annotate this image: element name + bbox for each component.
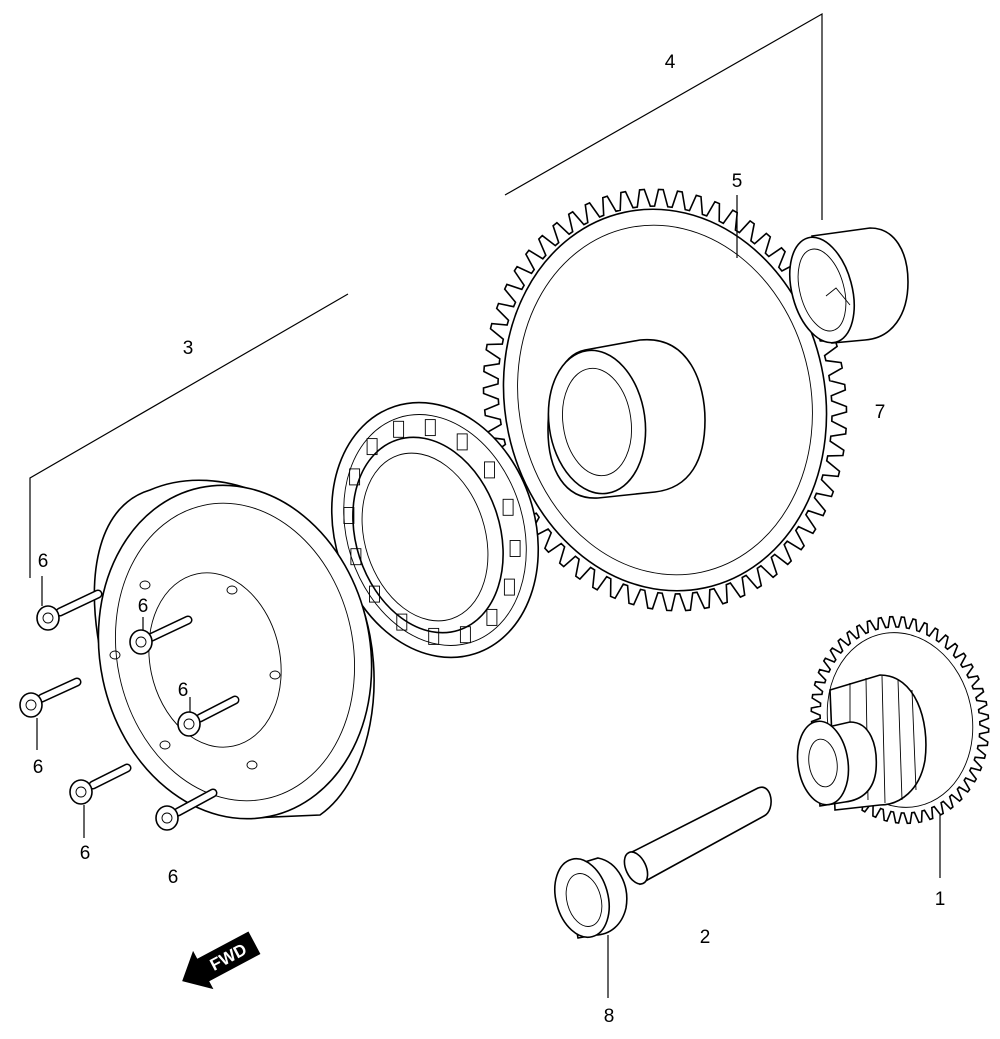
callout-2: 2	[700, 927, 711, 948]
bushing-part-7	[789, 227, 909, 344]
callout-5: 5	[732, 171, 743, 192]
clutch-roller	[459, 626, 471, 644]
fwd-arrow-icon: FWD	[182, 931, 261, 990]
callout-6-a: 6	[38, 551, 49, 572]
clutch-housing-drum	[93, 479, 375, 820]
callout-3: 3	[183, 338, 194, 359]
bolt-part-6-e	[69, 763, 132, 805]
clutch-roller	[502, 498, 514, 516]
clutch-roller	[366, 438, 378, 456]
clutch-roller	[509, 540, 521, 557]
bolt-part-6-f	[155, 788, 218, 831]
one-way-clutch-ring	[330, 401, 540, 659]
clutch-roller	[486, 608, 498, 626]
callout-6-e: 6	[80, 843, 91, 864]
clutch-roller	[456, 433, 468, 451]
clutch-roller	[369, 585, 380, 603]
callout-6-d: 6	[33, 757, 44, 778]
callout-6-b: 6	[138, 596, 149, 617]
callout-8: 8	[604, 1006, 615, 1027]
clutch-roller	[349, 468, 361, 486]
clutch-roller	[350, 548, 362, 566]
group-bracket-4	[504, 12, 823, 220]
clutch-roller	[484, 461, 495, 479]
bolt-part-6-b	[129, 615, 193, 655]
clutch-roller	[424, 419, 436, 437]
clutch-roller	[428, 627, 440, 645]
callout-6-f: 6	[168, 867, 179, 888]
clutch-roller	[503, 578, 515, 596]
callout-6-c: 6	[178, 680, 189, 701]
idle-gear-part-1	[796, 615, 990, 825]
bolt-part-6-a	[36, 589, 103, 631]
callout-4: 4	[665, 52, 676, 73]
bolt-part-6-c	[19, 677, 82, 718]
callout-1: 1	[935, 889, 946, 910]
callout-7: 7	[875, 402, 886, 423]
large-gear-part-5	[482, 188, 848, 612]
shaft-part-2	[623, 786, 772, 886]
clutch-roller	[343, 507, 355, 524]
clutch-roller	[396, 613, 408, 631]
bolt-part-6-d	[177, 695, 240, 737]
group-bracket-3	[29, 293, 349, 578]
clutch-roller	[393, 420, 405, 438]
bushing-part-8	[554, 857, 628, 939]
